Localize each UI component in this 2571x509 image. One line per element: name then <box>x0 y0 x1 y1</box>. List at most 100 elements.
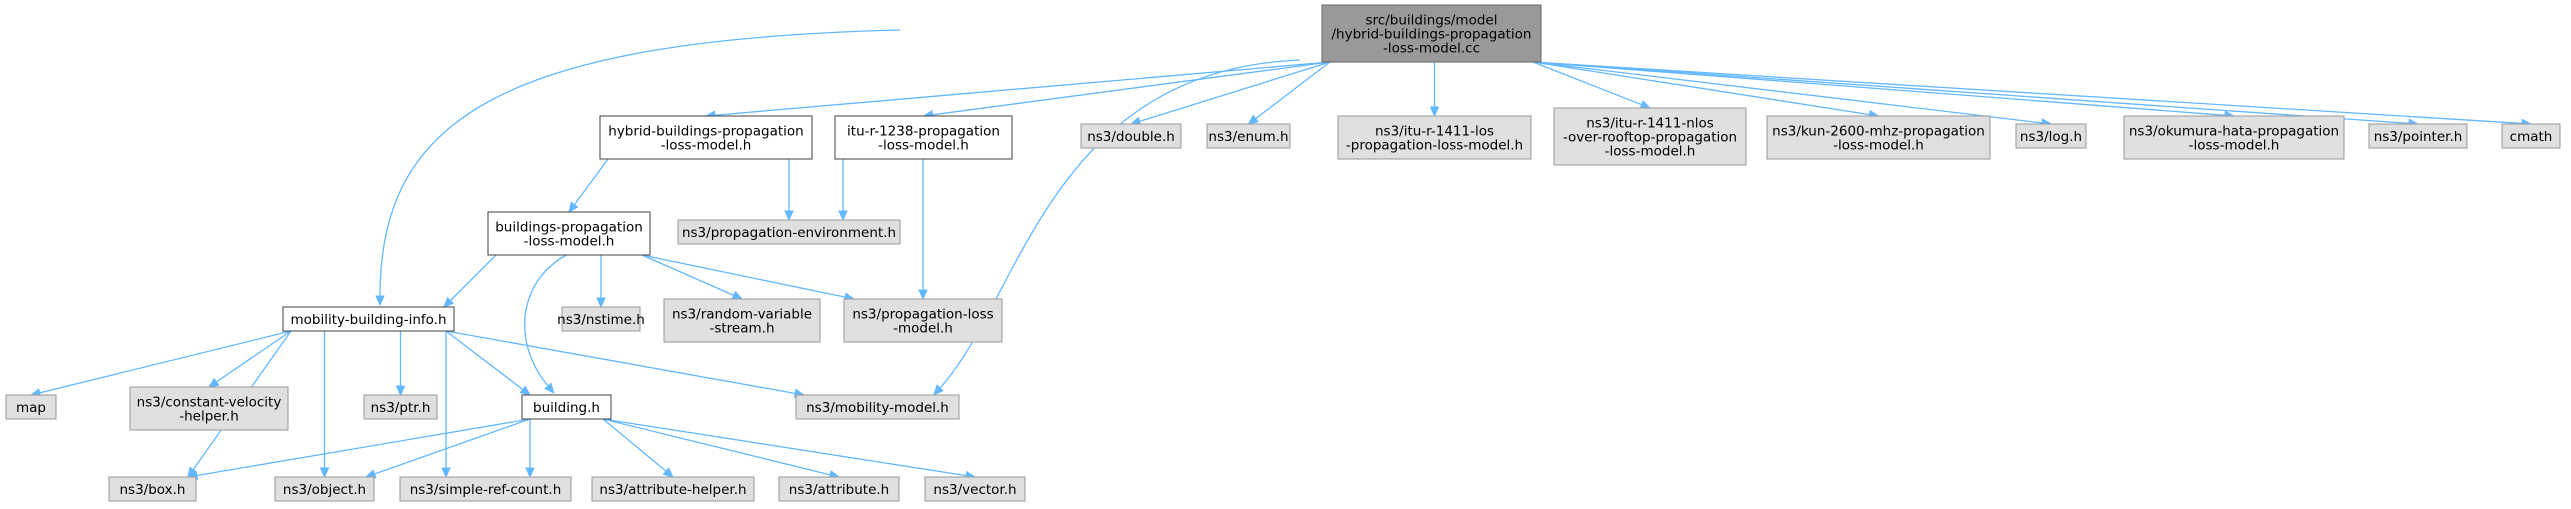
node-kun[interactable]: ns3/kun-2600-mhz-propagation-loss-model.… <box>1766 115 1991 160</box>
node-box <box>487 211 651 256</box>
node-label-line: hybrid-buildings-propagation <box>608 124 803 140</box>
node-box <box>5 394 57 420</box>
node-box <box>1337 115 1532 160</box>
node-box <box>2368 123 2468 149</box>
node-box <box>843 298 1003 343</box>
node-src[interactable]: ns3/simple-ref-count.h <box>399 476 572 502</box>
edge-root-to-enum <box>1247 61 1331 125</box>
node-label-line: ns3/attribute.h <box>789 482 889 498</box>
node-box <box>591 476 755 502</box>
node-label-line: -over-rooftop-propagation <box>1563 130 1737 146</box>
node-box <box>521 394 612 420</box>
node-enum[interactable]: ns3/enum.h <box>1206 123 1291 149</box>
node-plm[interactable]: ns3/propagation-loss-model.h <box>843 298 1003 343</box>
node-box <box>677 219 901 245</box>
node-box <box>561 306 641 332</box>
node-box <box>129 386 289 431</box>
node-label-line: -propagation-loss-model.h <box>1346 138 1523 154</box>
edge-bplm-to-building <box>524 254 567 394</box>
node-box <box>2501 123 2561 149</box>
node-cvh[interactable]: ns3/constant-velocity-helper.h <box>129 386 289 431</box>
node-label-line: ns3/random-variable <box>672 307 812 323</box>
node-ptr[interactable]: ns3/ptr.h <box>363 394 438 420</box>
edge-mbi-to-src <box>441 331 451 479</box>
node-pointer[interactable]: ns3/pointer.h <box>2368 123 2468 149</box>
edge-root-to-mbi <box>375 29 901 307</box>
edge-itu1238-to-propenv <box>838 159 848 222</box>
node-vector[interactable]: ns3/vector.h <box>924 476 1026 502</box>
edge-mbi-to-ptr <box>395 331 406 397</box>
edge-building-to-vector <box>602 418 977 481</box>
node-label-line: ns3/ptr.h <box>371 400 431 416</box>
node-mobmodel[interactable]: ns3/mobility-model.h <box>795 394 960 420</box>
node-nstime[interactable]: ns3/nstime.h <box>557 306 645 332</box>
edge-root-to-mobmodel <box>933 59 1301 396</box>
nodes-layer: src/buildings/model/hybrid-buildings-pro… <box>5 4 2561 502</box>
node-label-line: ns3/constant-velocity <box>137 395 282 411</box>
node-label-line: ns3/enum.h <box>1208 129 1288 145</box>
node-box <box>363 394 438 420</box>
node-box <box>924 476 1026 502</box>
node-itu1411nlos[interactable]: ns3/itu-r-1411-nlos-over-rooftop-propaga… <box>1553 107 1747 166</box>
node-label-line: ns3/itu-r-1411-los <box>1375 124 1494 140</box>
node-box <box>778 476 900 502</box>
node-box <box>834 115 1013 160</box>
node-label-line: -loss-model.h <box>1605 144 1696 160</box>
edge-root-to-itu1238 <box>922 61 1331 120</box>
node-label-line: buildings-propagation <box>495 220 643 236</box>
node-box[interactable]: ns3/box.h <box>108 476 197 502</box>
node-box <box>282 306 455 332</box>
node-label-line: ns3/okumura-hata-propagation <box>2129 124 2339 140</box>
node-itu1411los[interactable]: ns3/itu-r-1411-los-propagation-loss-mode… <box>1337 115 1532 160</box>
node-double[interactable]: ns3/double.h <box>1080 123 1182 149</box>
node-label-line: ns3/propagation-environment.h <box>682 225 896 241</box>
node-box <box>663 298 821 343</box>
node-label-line: ns3/simple-ref-count.h <box>410 482 562 498</box>
edge-root-to-itu1411los <box>1429 62 1440 118</box>
node-label-line: ns3/pointer.h <box>2374 129 2463 145</box>
node-box <box>2015 123 2087 149</box>
node-rvs[interactable]: ns3/random-variable-stream.h <box>663 298 821 343</box>
node-map[interactable]: map <box>5 394 57 420</box>
node-object[interactable]: ns3/object.h <box>274 476 375 502</box>
node-label-line: -loss-model.h <box>524 234 615 250</box>
node-label-line: ns3/log.h <box>2020 129 2082 145</box>
node-log[interactable]: ns3/log.h <box>2015 123 2087 149</box>
node-box <box>1553 107 1747 166</box>
node-box <box>1080 123 1182 149</box>
node-box <box>599 115 813 160</box>
node-hybrid_h[interactable]: hybrid-buildings-propagation-loss-model.… <box>599 115 813 160</box>
node-itu1238[interactable]: itu-r-1238-propagation-loss-model.h <box>834 115 1013 160</box>
node-label-line: -helper.h <box>179 409 239 425</box>
node-root[interactable]: src/buildings/model/hybrid-buildings-pro… <box>1321 4 1542 63</box>
node-label-line: ns3/itu-r-1411-nlos <box>1586 116 1714 132</box>
node-attrhelper[interactable]: ns3/attribute-helper.h <box>591 476 755 502</box>
node-box <box>108 476 197 502</box>
node-box <box>399 476 572 502</box>
node-mbi[interactable]: mobility-building-info.h <box>282 306 455 332</box>
edge-itu1238-to-plm <box>918 159 928 301</box>
edge-bplm-to-plm <box>641 254 856 302</box>
node-box <box>1766 115 1991 160</box>
node-label-line: ns3/nstime.h <box>557 312 645 328</box>
edge-building-to-attrhelper <box>602 418 674 478</box>
node-box <box>2123 115 2345 160</box>
edge-hybrid_h-to-propenv <box>784 159 794 222</box>
node-label-line: -loss-model.cc <box>1383 41 1480 57</box>
node-label-line: ns3/mobility-model.h <box>806 400 949 416</box>
node-propenv[interactable]: ns3/propagation-environment.h <box>677 219 901 245</box>
edge-bplm-to-rvs <box>641 254 744 300</box>
node-bplm[interactable]: buildings-propagation-loss-model.h <box>487 211 651 256</box>
node-box <box>274 476 375 502</box>
edge-bplm-to-mbi <box>443 254 497 308</box>
node-attr[interactable]: ns3/attribute.h <box>778 476 900 502</box>
node-label-line: -loss-model.h <box>2189 138 2280 154</box>
node-label-line: -model.h <box>893 321 953 337</box>
node-okumura[interactable]: ns3/okumura-hata-propagation-loss-model.… <box>2123 115 2345 160</box>
node-cmath[interactable]: cmath <box>2501 123 2561 149</box>
edge-mbi-to-building <box>445 330 531 396</box>
node-box <box>795 394 960 420</box>
node-label-line: -loss-model.h <box>878 138 969 154</box>
node-building[interactable]: building.h <box>521 394 612 420</box>
